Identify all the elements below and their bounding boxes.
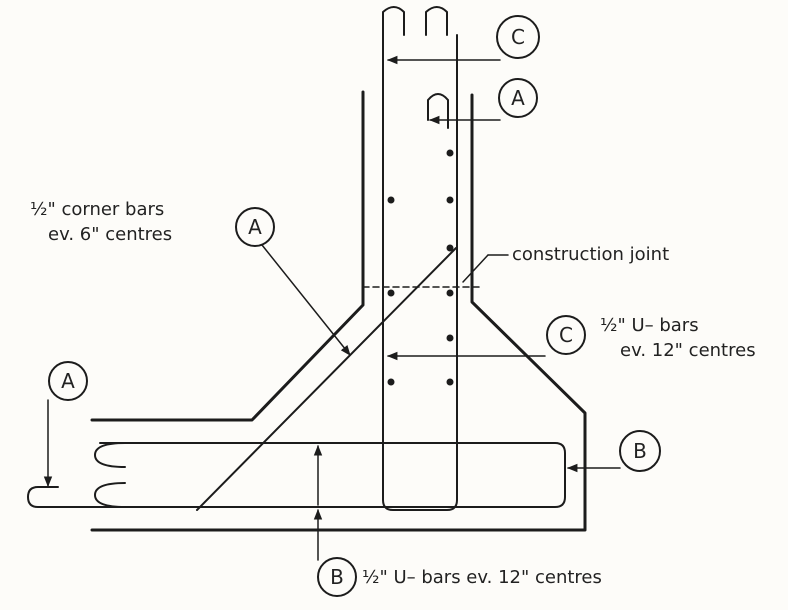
- marker-c-top-circle: [496, 15, 540, 59]
- wall-u-bars-label-line1: ½" U– bars: [600, 315, 699, 336]
- base-u-bars-label: ½" U– bars ev. 12" centres: [362, 567, 602, 588]
- concrete-outline-left: [90, 90, 365, 422]
- base-u-bar-b: [99, 442, 566, 508]
- base-bar-hooks: [27, 442, 126, 508]
- marker-a-base: A: [61, 369, 75, 393]
- wall-u-bars-label-line2: ev. 12" centres: [620, 340, 756, 361]
- corner-bars-label-line2: ev. 6" centres: [48, 224, 172, 245]
- marker-c-right: C: [559, 323, 573, 347]
- marker-a-left-circle: [235, 207, 275, 247]
- wall-bar-a-hook: [427, 93, 449, 129]
- leader-joint-down: [462, 254, 489, 283]
- marker-a-top-circle: [498, 78, 538, 118]
- marker-c-right-circle: [546, 315, 586, 355]
- marker-b-right-circle: [619, 430, 661, 472]
- marker-c-top: C: [511, 25, 525, 49]
- marker-a-left: A: [248, 215, 262, 239]
- wall-u-bar-c: [382, 6, 458, 511]
- wall-rebar-dots: [387, 149, 454, 386]
- concrete-outline-right: [90, 93, 587, 532]
- marker-b-bottom: B: [330, 565, 344, 589]
- marker-a-base-circle: [48, 361, 88, 401]
- leader-a-left: [261, 244, 351, 356]
- corner-bar-diagonal: [196, 247, 457, 511]
- marker-b-right: B: [633, 439, 647, 463]
- marker-a-top: A: [511, 86, 525, 110]
- marker-b-bottom-circle: [317, 557, 357, 597]
- corner-bars-label-line1: ½" corner bars: [30, 199, 164, 220]
- construction-joint-label: construction joint: [512, 244, 669, 265]
